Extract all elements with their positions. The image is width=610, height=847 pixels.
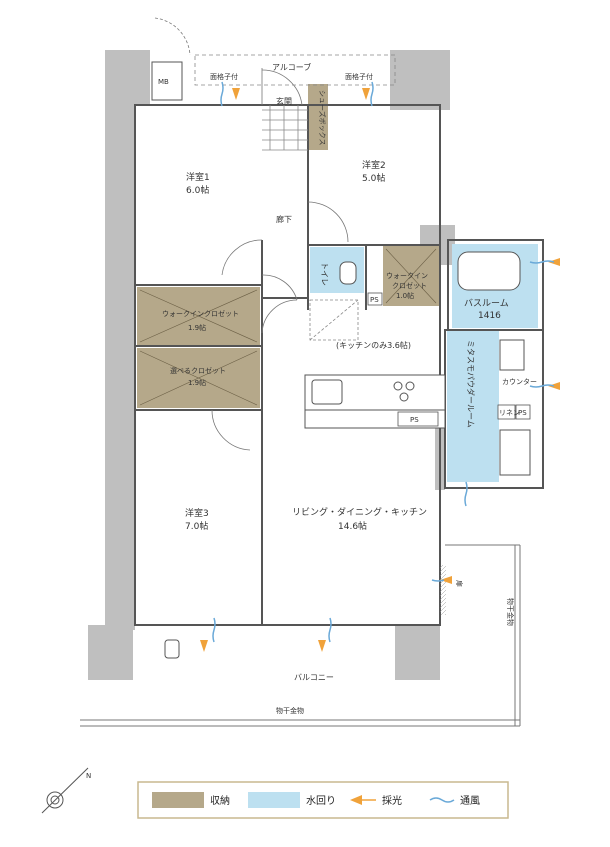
alcove-outline [194,54,396,86]
legend-water-label: 水回り [306,795,336,807]
ps-label-1: PS [370,296,379,304]
legend-box [137,781,509,819]
legend-light-label: 採光 [382,794,402,807]
wic-name: ウォークインクロゼット [162,309,239,318]
room-labels: MB アルコーブ 面格子付 面格子付 玄関 シューズボックス 洋室1 6.0帖 … [151,61,537,715]
walls [134,104,544,626]
clothes-bottom-label: 物干金物 [276,706,304,715]
compass-icon [41,767,89,814]
shoes-box-area [308,84,328,150]
wic-size: 1.9帖 [188,323,206,332]
sliding-door-hatch [440,565,446,615]
wind-arrows [212,81,555,643]
powder-room-label: ミタスモパウダールーム [466,340,476,428]
linen-label: リネン [499,409,520,417]
erabu-name: 選べるクロゼット [170,366,226,375]
hallway-label: 廊下 [276,214,292,224]
kitchen-area-dashed [309,299,359,341]
door-swings [154,17,349,451]
walkin-small-name2: クロゼット [392,281,427,290]
legend-water-swatch [248,792,300,808]
toilet-label: トイレ [320,262,329,286]
ldk-size: 14.6帖 [338,520,367,532]
ps-label-3: PS [518,409,527,417]
room1-size: 6.0帖 [186,184,209,196]
room2-size: 5.0帖 [362,172,385,184]
legend-wind-icon [429,797,455,803]
walkin-small-size: 1.0帖 [396,291,414,300]
balcony-rails [80,544,521,727]
lattice-right-label: 面格子付 [345,72,373,81]
bathroom-name: バスルーム [464,298,509,309]
sliding-door-label: 扉 [455,580,464,587]
kitchen-only-label: (キッチンのみ3.6帖) [336,340,411,350]
storage-areas [137,84,439,408]
erabu-size: 1.9帖 [188,378,206,387]
bathroom-size: 1416 [478,311,501,321]
m-box-label: MB [158,78,169,86]
room3-name: 洋室3 [185,507,209,519]
ldk-name: リビング・ダイニング・キッチン [292,506,427,518]
powder-room-area [447,330,499,482]
walkin-small-name: ウォークイン [386,272,428,280]
legend-light-icon [350,795,362,805]
fixtures [164,251,531,659]
compass-north-label: N [86,772,91,780]
entrance-steps [262,105,308,151]
counter-label: カウンター [502,377,537,386]
entrance-label: 玄関 [276,96,292,106]
legend-storage-label: 収納 [210,794,230,807]
legend-wind-label: 通風 [460,795,480,807]
balcony-label: バルコニー [294,673,334,682]
legend-storage-swatch [152,792,204,808]
room1-name: 洋室1 [186,171,210,183]
ps-label-2: PS [410,416,419,424]
shoes-box-label: シューズボックス [318,90,327,145]
room3-size: 7.0帖 [185,520,208,532]
lattice-left-label: 面格子付 [210,72,238,81]
room2-name: 洋室2 [362,159,386,171]
alcove-label: アルコーブ [272,62,311,72]
clothes-right-label: 物干金物 [506,598,515,626]
